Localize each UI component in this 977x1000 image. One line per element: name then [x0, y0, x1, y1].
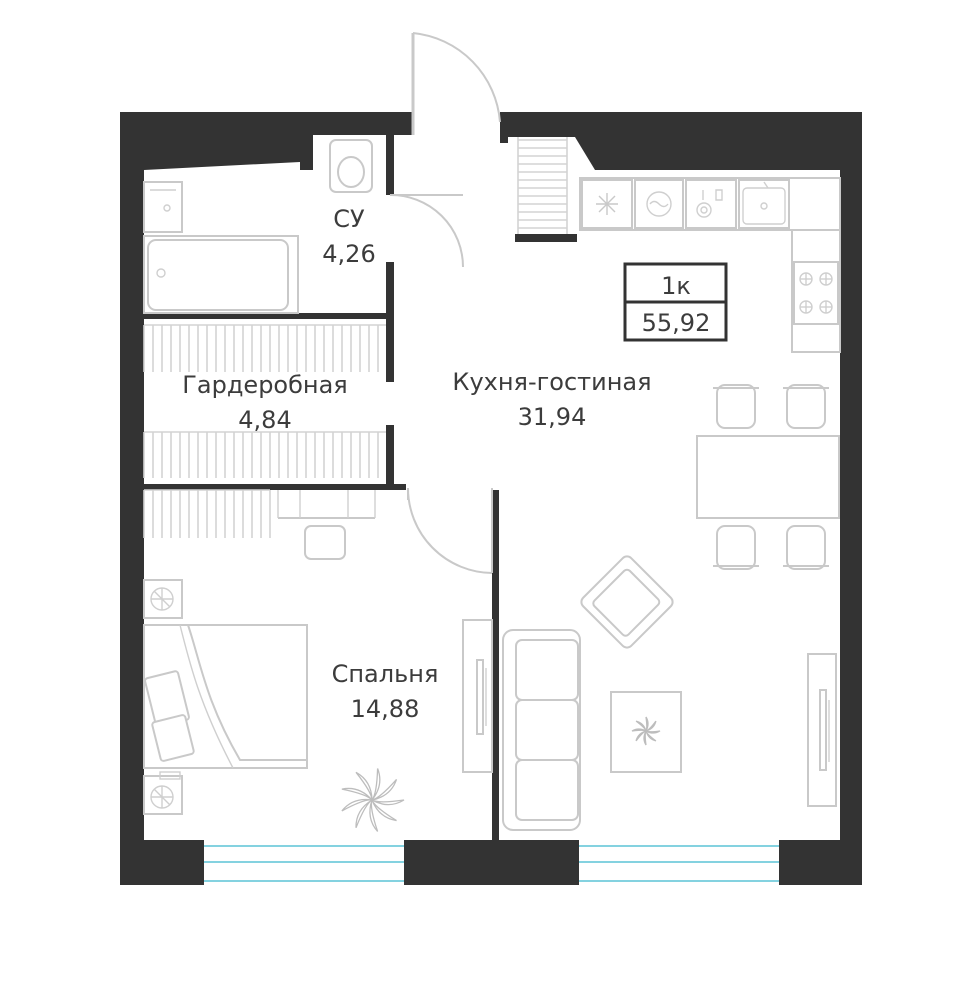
coffee-table	[610, 691, 682, 773]
apartment-type: 1к	[661, 272, 691, 300]
apartment-badge: 1к 55,92	[623, 262, 728, 342]
nightstand-lamp-icon	[143, 771, 183, 815]
room-area-kitchen-living: 31,94	[518, 403, 587, 431]
stove-icon	[793, 261, 839, 325]
armchair-icon	[580, 555, 674, 649]
kitchen-sink-icon	[738, 179, 790, 229]
room-area-bathroom: 4,26	[322, 240, 375, 268]
hall-shelves	[517, 137, 568, 234]
dining-table	[696, 435, 840, 519]
room-area-bedroom: 14,88	[351, 695, 420, 723]
toilet-icon	[329, 139, 373, 193]
dining-chair-icon	[713, 384, 759, 429]
desk-chair-icon	[304, 525, 346, 560]
room-name-wardrobe: Гардеробная	[182, 371, 348, 399]
bathtub-icon	[143, 235, 299, 314]
sofa-icon	[502, 629, 581, 831]
room-name-bedroom: Спальня	[332, 660, 439, 688]
bedroom-closet-shelves	[143, 489, 271, 538]
dining-chair-icon	[713, 525, 759, 570]
room-area-wardrobe: 4,84	[238, 406, 291, 434]
tv-stand-living	[807, 653, 837, 807]
entrance-door	[411, 32, 501, 135]
washing-machine-icon	[634, 179, 684, 229]
room-name-bathroom: СУ	[333, 205, 365, 233]
dining-chair-icon	[783, 384, 829, 429]
bed-icon	[143, 624, 308, 769]
window-living	[579, 842, 779, 884]
desk-shelf	[277, 490, 376, 519]
walls	[120, 112, 862, 885]
wardrobe-shelves-bottom	[143, 431, 386, 478]
window-bedroom	[204, 842, 404, 884]
sink-icon	[143, 181, 183, 233]
plant-icon	[631, 716, 661, 746]
bathroom-door	[389, 193, 464, 268]
dishwasher-icon	[685, 179, 737, 229]
plant-icon	[341, 768, 405, 832]
fridge-icon	[581, 179, 633, 229]
nightstand-lamp-icon	[143, 579, 183, 619]
wardrobe-shelves-top	[143, 324, 386, 372]
tv-stand-bedroom	[462, 619, 493, 773]
bedroom-door	[407, 487, 493, 574]
apartment-total-area: 55,92	[642, 309, 711, 337]
kitchen-counter	[579, 177, 841, 353]
room-name-kitchen-living: Кухня-гостиная	[452, 368, 651, 396]
dining-chair-icon	[783, 525, 829, 570]
